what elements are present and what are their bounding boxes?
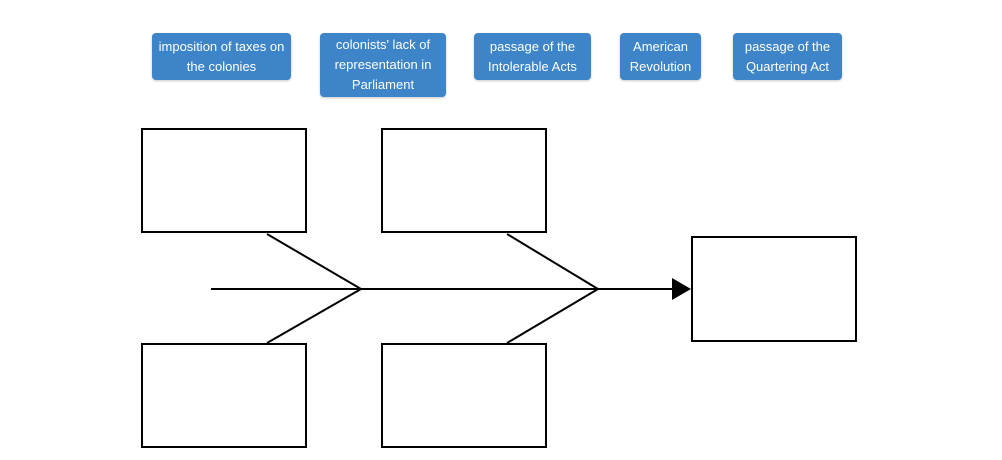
- answer-chip-imposition-of-taxes[interactable]: imposition of taxes on the colonies: [152, 33, 291, 80]
- fishbone-arrowhead: [672, 278, 691, 300]
- answer-chip-american-revolution[interactable]: American Revolution: [620, 33, 701, 80]
- drop-target-cause-top-middle[interactable]: [381, 128, 547, 233]
- drop-target-cause-bottom-middle[interactable]: [381, 343, 547, 448]
- branch-top-left: [266, 233, 362, 290]
- drop-target-cause-top-left[interactable]: [141, 128, 307, 233]
- answer-chip-intolerable-acts[interactable]: passage of the Intolerable Acts: [474, 33, 591, 80]
- branch-bottom-left: [266, 288, 362, 344]
- branch-bottom-middle: [506, 288, 599, 344]
- answer-chip-lack-of-representation[interactable]: colonists' lack of representation in Par…: [320, 33, 446, 97]
- answer-chip-label: colonists' lack of representation in Par…: [334, 37, 432, 92]
- answer-chip-label: imposition of taxes on the colonies: [158, 38, 285, 74]
- answer-chip-label: American Revolution: [629, 38, 692, 74]
- drop-target-effect-result[interactable]: [691, 236, 857, 342]
- drop-target-cause-bottom-left[interactable]: [141, 343, 307, 448]
- branch-top-middle: [506, 233, 599, 290]
- answer-chip-label: passage of the Quartering Act: [744, 38, 831, 74]
- answer-chip-label: passage of the Intolerable Acts: [488, 38, 577, 74]
- answer-chip-quartering-act[interactable]: passage of the Quartering Act: [733, 33, 842, 80]
